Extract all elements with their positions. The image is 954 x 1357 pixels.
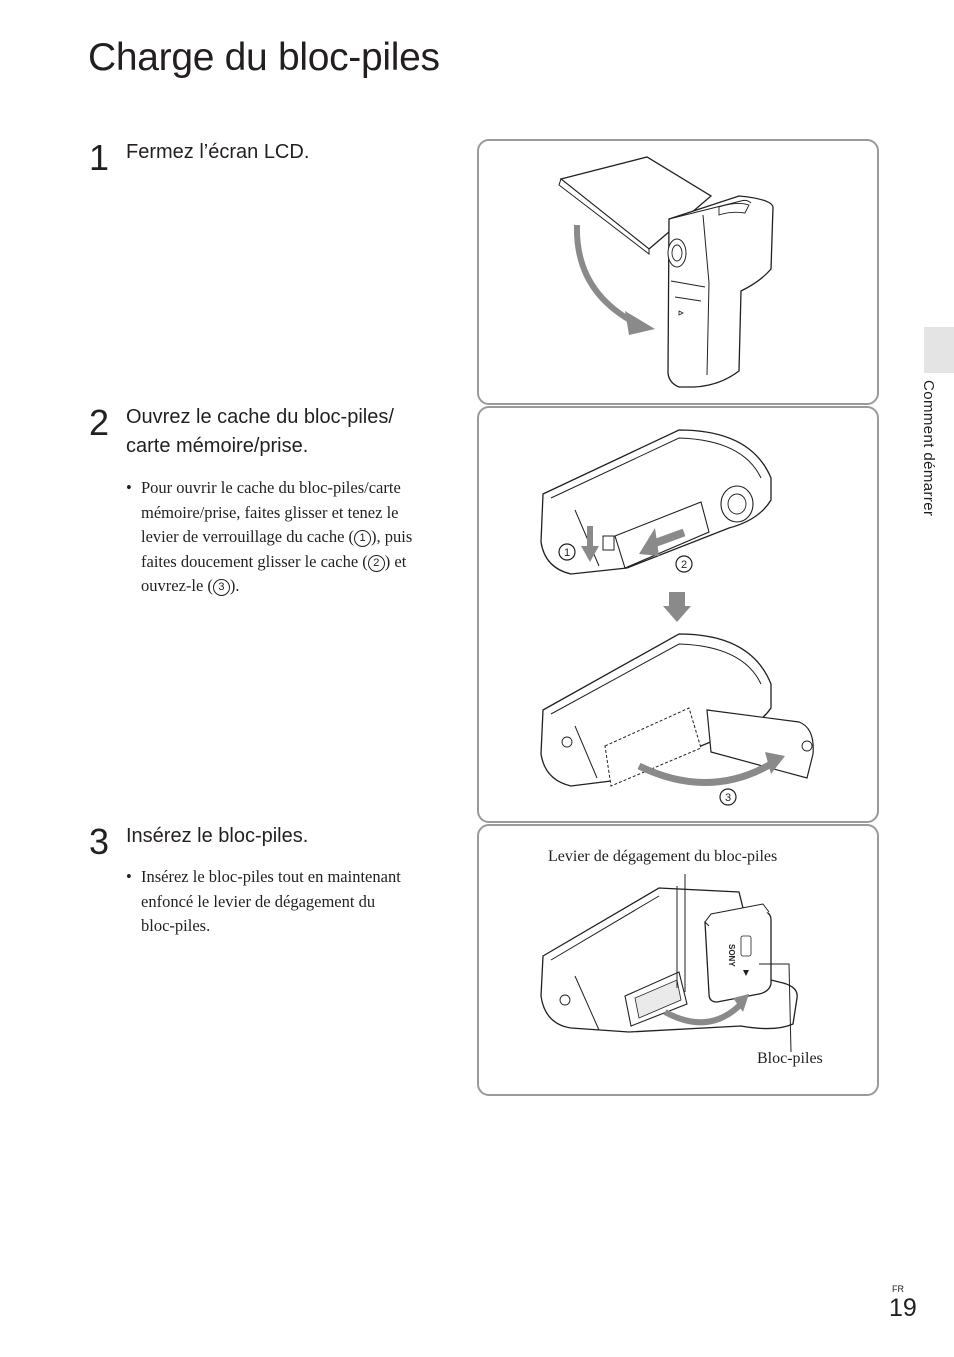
bullet-line: levier de verrouillage du cache (1), pui…: [141, 525, 412, 550]
step-3-number: 3: [89, 821, 110, 862]
language-code: FR: [892, 1284, 904, 1294]
side-section-label: Comment démarrer: [920, 380, 937, 517]
text-segment: ) et: [384, 551, 407, 571]
camcorder-open-cover-illustration: 1 2 3: [540, 429, 814, 806]
text-segment: ouvrez-le (: [141, 576, 213, 595]
bullet-marker: •: [126, 478, 132, 497]
step-1-heading: Fermez l’écran LCD.: [126, 141, 310, 163]
release-lever-callout: Levier de dégagement du bloc-piles: [548, 848, 778, 865]
text-segment: levier de verrouillage du cache (: [141, 527, 355, 546]
battery-callout: Bloc-piles: [757, 1050, 823, 1067]
bullet-line: ouvrez-le (3).: [141, 574, 412, 599]
page-number: 19: [889, 1294, 917, 1322]
figure-insert-battery-panel: SONY: [477, 824, 879, 1096]
camcorder-insert-battery-illustration: SONY: [540, 874, 798, 1053]
step-1-number: 1: [89, 137, 110, 178]
bullet-marker: •: [126, 867, 132, 886]
step-3-bullet: • Insérez le bloc-piles tout en maintena…: [126, 865, 401, 939]
bullet-line: faites doucement glisser le cache (2) et: [141, 550, 412, 575]
circled-marker-2: 2: [367, 554, 385, 572]
figure-open-cover-panel: 1 2 3: [477, 406, 879, 823]
step-2-heading: Ouvrez le cache du bloc-piles/ carte mém…: [126, 403, 394, 461]
step-2-number: 2: [89, 402, 110, 443]
step-2-heading-line-1: Ouvrez le cache du bloc-piles/: [126, 406, 394, 428]
step-2-bullet: • Pour ouvrir le cache du bloc-piles/car…: [126, 476, 412, 599]
figure-close-lcd-panel: [477, 139, 879, 405]
bullet-line: Pour ouvrir le cache du bloc-piles/carte: [141, 478, 401, 497]
step-2-heading-line-2: carte mémoire/prise.: [126, 435, 309, 457]
circled-marker-1: 1: [354, 530, 372, 547]
figure-marker-3: 3: [725, 792, 731, 804]
bullet-line: Insérez le bloc-piles tout en maintenant: [141, 867, 401, 886]
step-3-heading: Insérez le bloc-piles.: [126, 825, 309, 847]
figure-marker-2: 2: [681, 559, 687, 571]
figure-marker-1: 1: [564, 547, 570, 559]
bullet-line: bloc-piles.: [141, 916, 211, 935]
battery-brand-text: SONY: [727, 944, 736, 967]
camcorder-close-lcd-illustration: [558, 156, 774, 388]
text-segment: ), puis: [371, 527, 413, 546]
text-segment: faites doucement glisser le cache (: [141, 551, 368, 571]
circled-marker-3: 3: [212, 579, 230, 596]
side-section-tab: [924, 327, 954, 373]
bullet-line: mémoire/prise, faites glisser et tenez l…: [141, 502, 399, 522]
bullet-line: enfoncé le levier de dégagement du: [141, 891, 376, 911]
text-segment: ).: [229, 576, 240, 595]
page-title: Charge du bloc-piles: [88, 36, 440, 79]
